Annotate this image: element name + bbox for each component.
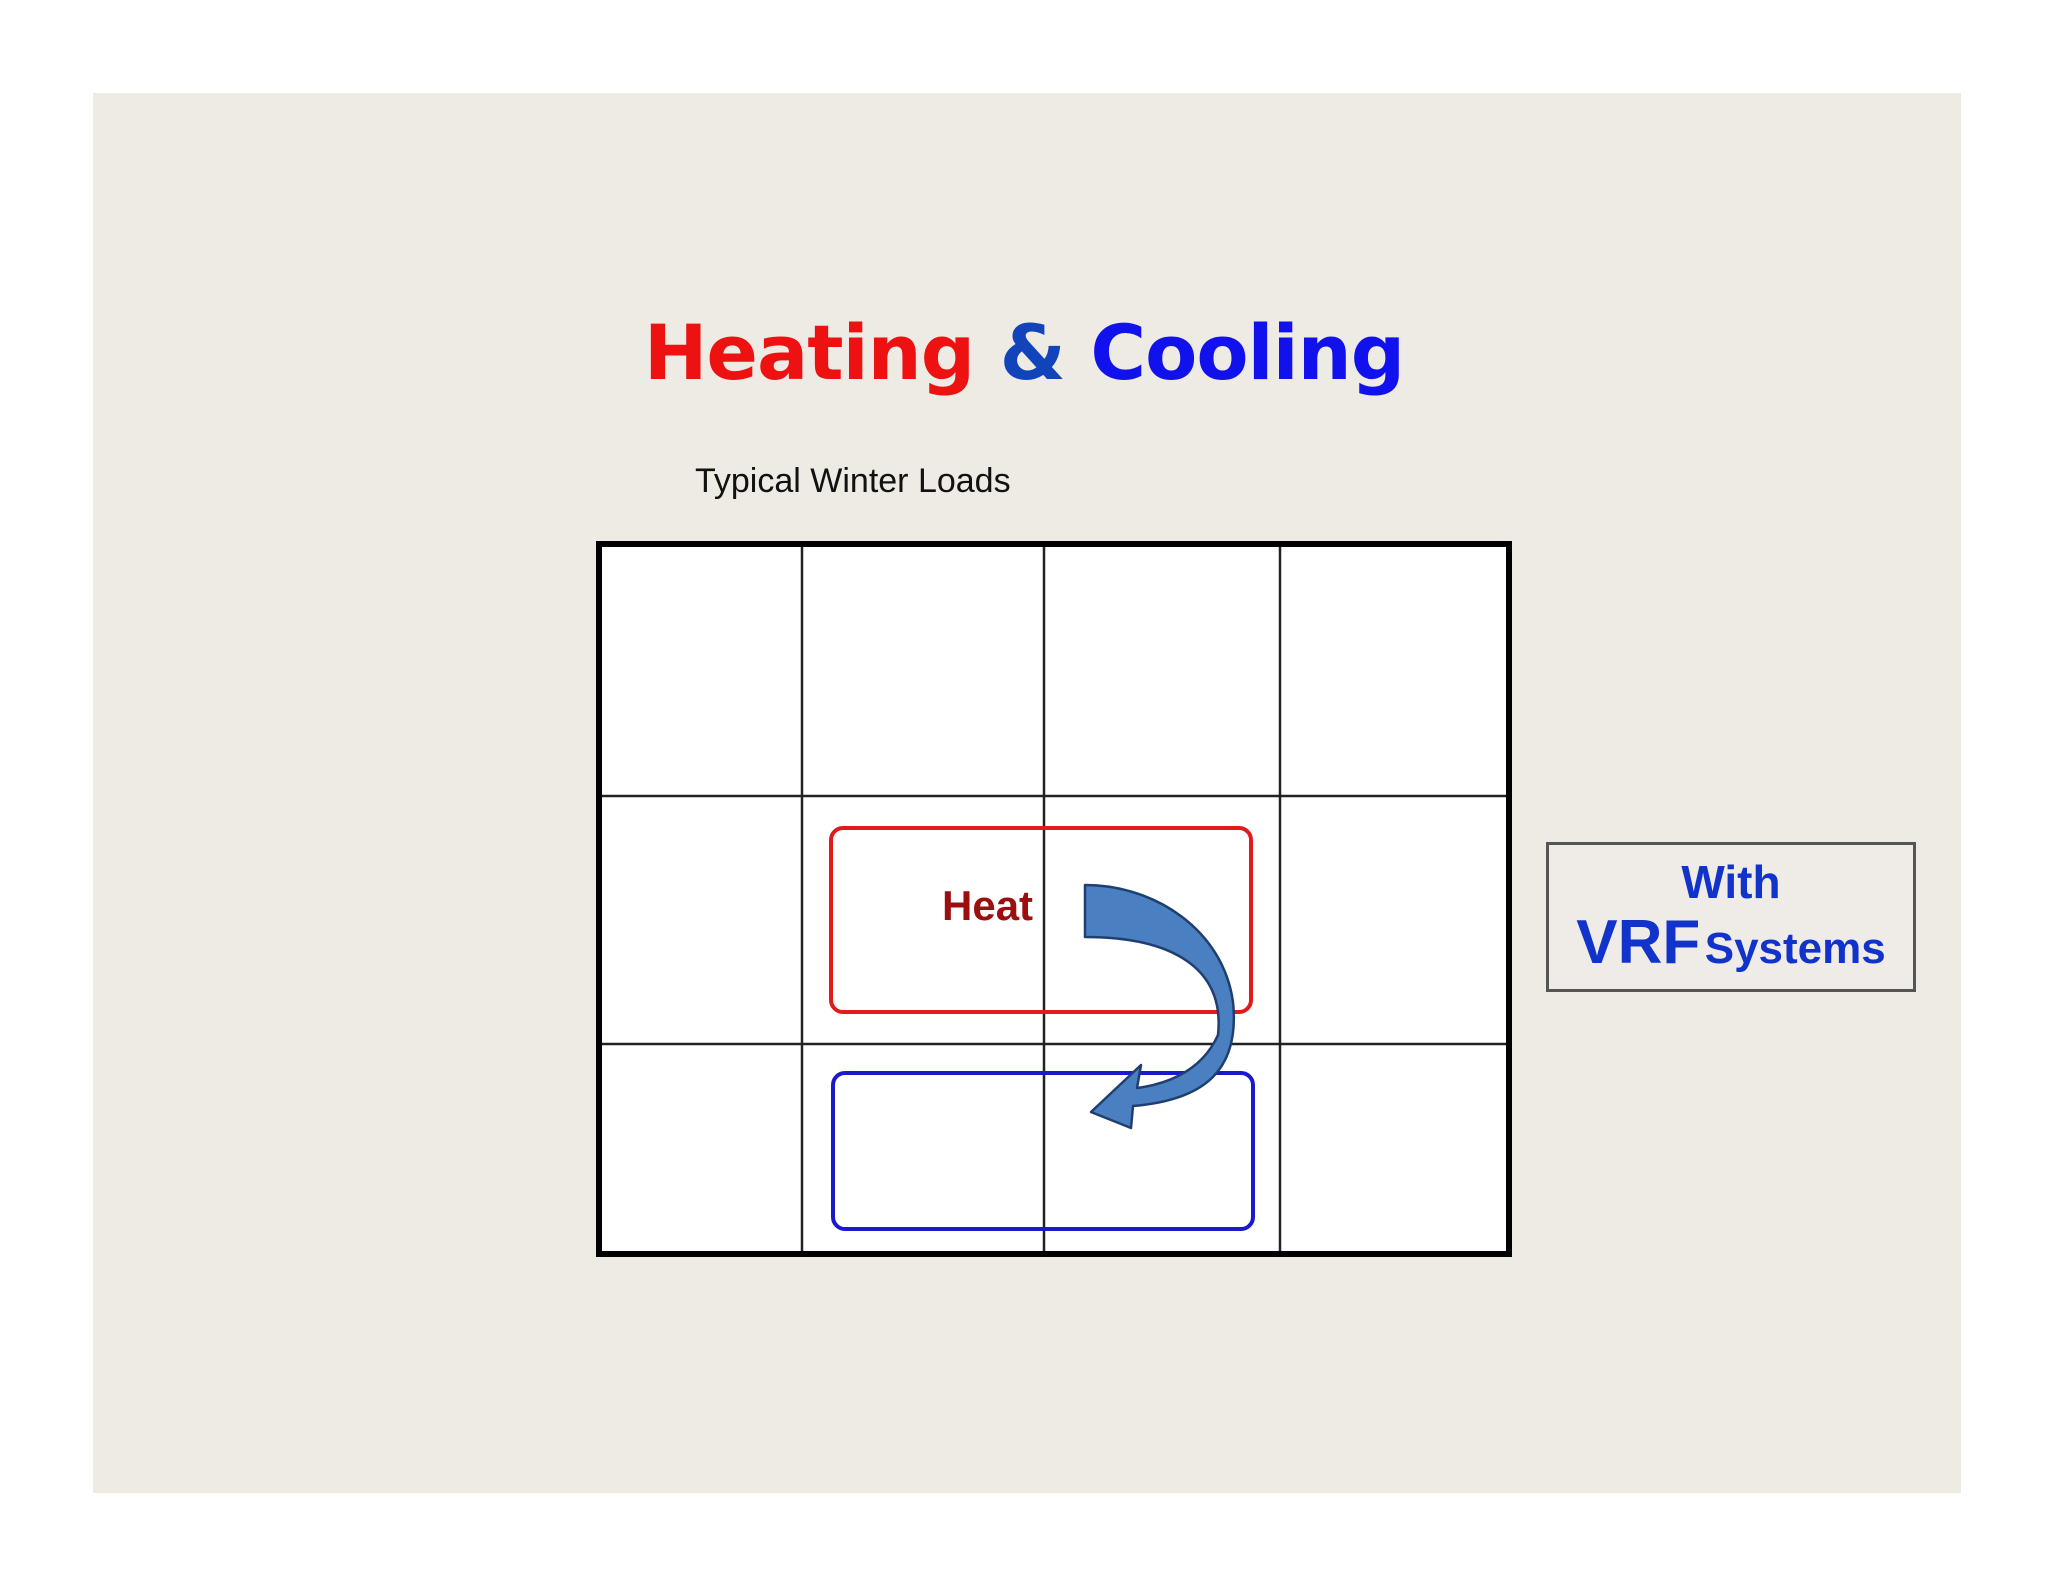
title-cooling: Cooling xyxy=(1090,308,1405,397)
callout-with: With xyxy=(1681,856,1781,908)
grid-outer-border xyxy=(596,541,1512,1257)
grid-background xyxy=(599,544,1509,1254)
heat-zone xyxy=(829,826,1253,1014)
title-ampersand: & xyxy=(999,308,1066,397)
slide-title: Heating & Cooling xyxy=(0,308,2048,397)
heat-zone-label: Heat xyxy=(942,882,1034,929)
diagram-subtitle: Typical Winter Loads xyxy=(695,462,1011,500)
title-heating: Heating xyxy=(643,308,975,397)
callout-systems: Systems xyxy=(1704,924,1886,973)
heat-transfer-arrow xyxy=(1083,883,1236,1130)
callout-vrf: VRF xyxy=(1576,908,1701,977)
building-floor-grid xyxy=(596,541,1512,1257)
vrf-callout-box: With VRF Systems xyxy=(1546,842,1916,992)
cool-zone xyxy=(831,1071,1255,1231)
callout-vrf-line: VRF Systems xyxy=(1549,907,1913,978)
